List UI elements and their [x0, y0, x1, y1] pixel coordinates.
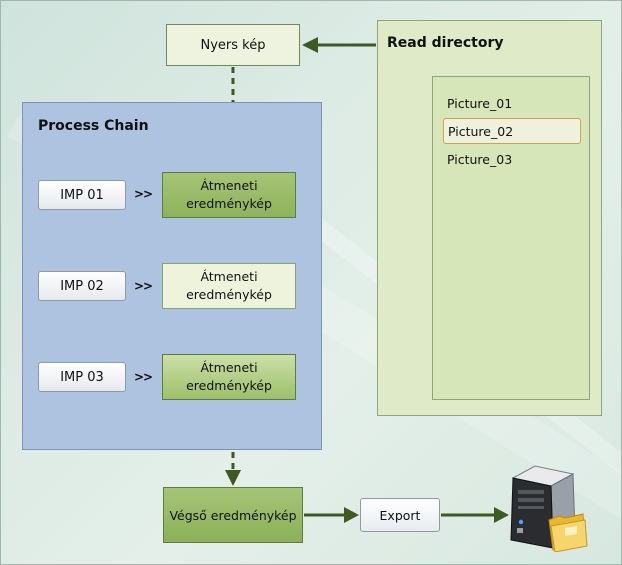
intermediate-result-2[interactable]: Átmeneti eredménykép: [162, 263, 296, 309]
intermediate-result-2-label: Átmeneti eredménykép: [186, 269, 272, 302]
imp-02-button[interactable]: IMP 02: [38, 271, 126, 301]
step-2-arrow: >>: [134, 279, 153, 293]
read-directory-title: Read directory: [387, 35, 504, 51]
raw-image-label: Nyers kép: [200, 37, 266, 53]
raw-image-node[interactable]: Nyers kép: [166, 24, 300, 66]
arrowhead-to-raw: [302, 37, 318, 53]
intermediate-result-1-label: Átmeneti eredménykép: [186, 178, 272, 211]
server-folder-icon[interactable]: [505, 462, 590, 552]
final-result-label: Végső eredménykép: [169, 507, 297, 523]
step-1-arrow: >>: [134, 187, 153, 201]
intermediate-result-3-label: Átmeneti eredménykép: [186, 360, 272, 393]
final-result-node[interactable]: Végső eredménykép: [163, 487, 303, 543]
step-3-arrow: >>: [134, 370, 153, 384]
arrowhead-to-server: [494, 507, 509, 523]
arrowhead-to-export: [344, 507, 359, 523]
list-item-picture-02[interactable]: Picture_02: [443, 118, 581, 144]
export-button[interactable]: Export: [360, 498, 440, 532]
intermediate-result-1[interactable]: Átmeneti eredménykép: [162, 172, 296, 218]
imp-01-button[interactable]: IMP 01: [38, 180, 126, 210]
list-item-picture-03[interactable]: Picture_03: [447, 151, 513, 167]
process-chain-title: Process Chain: [38, 118, 149, 134]
list-item-picture-01[interactable]: Picture_01: [447, 95, 513, 111]
imp-03-button[interactable]: IMP 03: [38, 362, 126, 392]
arrowhead-to-final: [225, 470, 241, 486]
intermediate-result-3[interactable]: Átmeneti eredménykép: [162, 354, 296, 400]
